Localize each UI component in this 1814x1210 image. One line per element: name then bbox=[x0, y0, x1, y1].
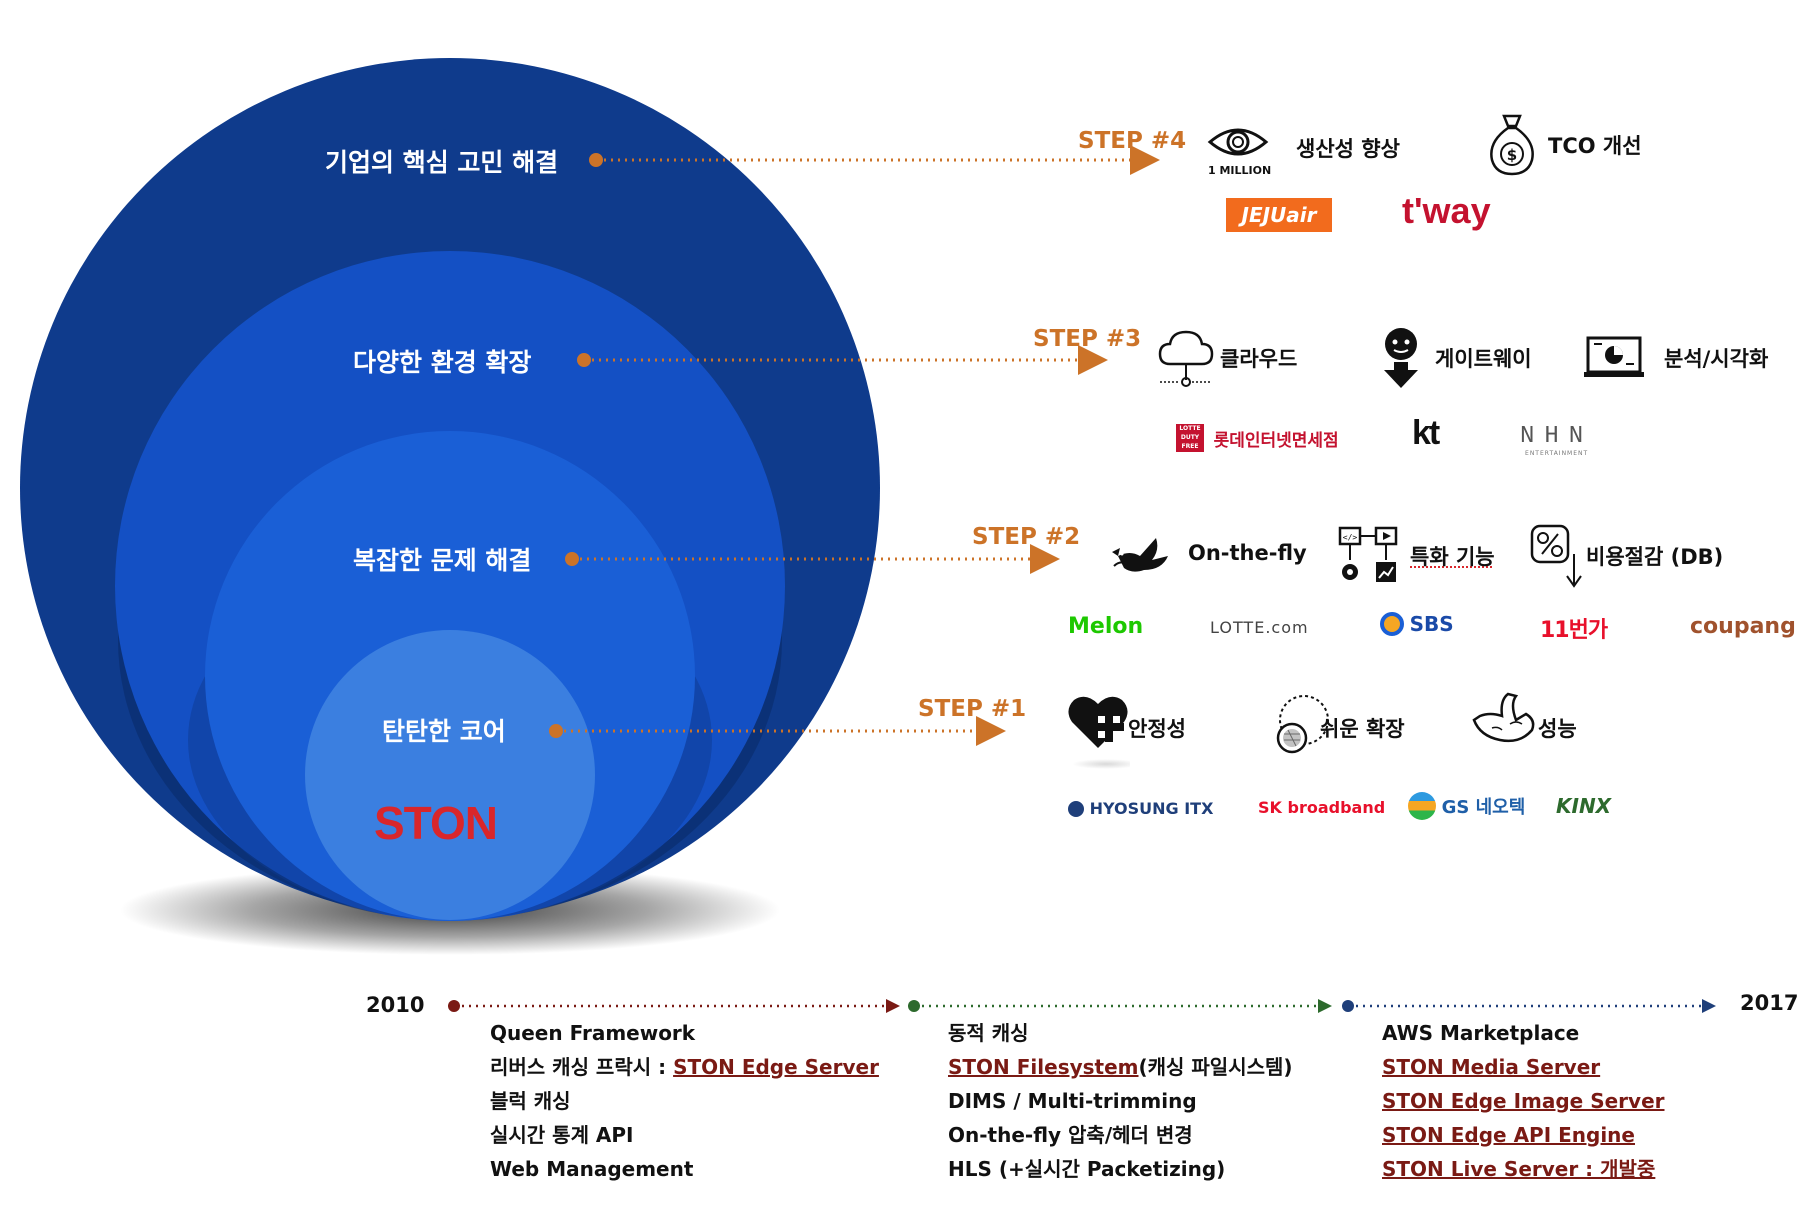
eye-icon bbox=[1206, 122, 1270, 166]
timeline-link-ston-edge-image-server[interactable]: STON Edge Image Server bbox=[1382, 1089, 1665, 1113]
feature-gateway: 게이트웨이 bbox=[1435, 347, 1532, 371]
timeline-link-ston-media-server[interactable]: STON Media Server bbox=[1382, 1055, 1601, 1079]
heart-plus-icon bbox=[1066, 690, 1140, 774]
gs-symbol bbox=[1408, 792, 1436, 820]
timeline-link-ston-edge-api-engine[interactable]: STON Edge API Engine bbox=[1382, 1123, 1635, 1147]
client-logo-kinx: KINX bbox=[1556, 794, 1612, 818]
client-logo-lotte-dutyfree: LOTTE DUTY FREE 롯데인터넷면세점 bbox=[1176, 424, 1339, 452]
connector-step-2 bbox=[565, 544, 1060, 574]
feature-cost-saving: 비용절감 (DB) bbox=[1586, 545, 1724, 569]
client-logo-tway: t'way bbox=[1402, 190, 1491, 231]
timeline-column-3: AWS Marketplace STON Media Server STON E… bbox=[1382, 1016, 1665, 1186]
gs-text: GS 네오텍 bbox=[1441, 797, 1526, 818]
timeline-item-prefix: 리버스 캐싱 프락시 : bbox=[490, 1055, 674, 1079]
muscle-icon bbox=[1470, 690, 1540, 754]
client-logo-11st: 11번가 bbox=[1540, 618, 1608, 643]
feature-tco: TCO 개선 bbox=[1548, 134, 1642, 158]
timeline-column-2: 동적 캐싱 STON Filesystem(캐싱 파일시스템) DIMS / M… bbox=[948, 1016, 1293, 1186]
sbs-symbol bbox=[1380, 612, 1404, 636]
client-logo-gs-neotek: GS 네오텍 bbox=[1408, 792, 1525, 820]
hyosung-text: HYOSUNG ITX bbox=[1089, 799, 1214, 818]
eye-icon-caption: 1 MILLION bbox=[1208, 164, 1272, 177]
ring-label-2: 다양한 환경 확장 bbox=[353, 348, 532, 377]
feature-stability: 안정성 bbox=[1128, 717, 1186, 741]
client-logo-lotte-com: LOTTE.com bbox=[1210, 618, 1309, 637]
timeline-arrow-2 bbox=[1318, 999, 1332, 1013]
timeline-arrow-1 bbox=[886, 999, 900, 1013]
feature-specialized: 특화 기능 bbox=[1410, 545, 1495, 569]
step-3-label: STEP #3 bbox=[1033, 326, 1142, 352]
cloud-icon bbox=[1158, 326, 1214, 394]
feature-performance: 성능 bbox=[1538, 717, 1577, 741]
timeline-dot-1 bbox=[448, 1000, 460, 1012]
timeline-end-year: 2017 bbox=[1740, 991, 1799, 1015]
timeline-item: HLS (+실시간 Packetizing) bbox=[948, 1157, 1226, 1181]
timeline-item: 블럭 캐싱 bbox=[490, 1089, 571, 1113]
feature-on-the-fly: On-the-fly bbox=[1188, 541, 1307, 565]
svg-text:</>: </> bbox=[1343, 533, 1358, 542]
ring-label-core: 탄탄한 코어 bbox=[382, 717, 506, 746]
feature-easy-scale: 쉬운 확장 bbox=[1320, 717, 1405, 741]
feature-productivity: 생산성 향상 bbox=[1296, 137, 1400, 161]
timeline-item-suffix: (캐싱 파일시스템) bbox=[1138, 1055, 1293, 1079]
client-logo-melon: Melon bbox=[1068, 614, 1144, 639]
workflow-icon: </> bbox=[1338, 526, 1398, 590]
client-logo-sbs: SBS bbox=[1380, 612, 1454, 636]
timeline-link-ston-filesystem[interactable]: STON Filesystem bbox=[948, 1055, 1139, 1079]
ring-core bbox=[305, 630, 595, 920]
timeline-item: Queen Framework bbox=[490, 1021, 696, 1045]
timeline-link-ston-edge-server[interactable]: STON Edge Server bbox=[673, 1055, 879, 1079]
connector-step-3 bbox=[577, 345, 1108, 375]
connector-step-1 bbox=[549, 716, 1006, 746]
timeline-link-ston-live-server[interactable]: STON Live Server : 개발중 bbox=[1382, 1157, 1656, 1181]
cost-saving-icon bbox=[1530, 524, 1590, 594]
client-logo-jejuair: JEJUair bbox=[1226, 198, 1332, 232]
nhn-subtitle: ENTERTAINMENT bbox=[1525, 450, 1589, 457]
hyosung-symbol bbox=[1068, 800, 1084, 817]
timeline-item: AWS Marketplace bbox=[1382, 1021, 1580, 1045]
timeline-item: On-the-fly 압축/헤더 변경 bbox=[948, 1123, 1193, 1147]
step-2-label: STEP #2 bbox=[972, 524, 1081, 550]
connector-step-4 bbox=[589, 145, 1160, 175]
sbs-text: SBS bbox=[1409, 612, 1454, 636]
expand-icon bbox=[1270, 690, 1330, 760]
timeline-item: 리버스 캐싱 프락시 : STON Edge Server bbox=[490, 1050, 879, 1084]
timeline-item: 동적 캐싱 bbox=[948, 1021, 1029, 1045]
timeline-arrow-3 bbox=[1702, 999, 1716, 1013]
lotte-dutyfree-badge: LOTTE DUTY FREE bbox=[1176, 424, 1204, 452]
client-logo-kt: kt bbox=[1412, 414, 1440, 452]
timeline-item: STON Filesystem(캐싱 파일시스템) bbox=[948, 1050, 1293, 1084]
timeline-column-1: Queen Framework 리버스 캐싱 프락시 : STON Edge S… bbox=[490, 1016, 879, 1186]
gateway-icon bbox=[1378, 324, 1424, 394]
svg-text:$: $ bbox=[1507, 146, 1517, 164]
money-bag-icon: $ bbox=[1484, 112, 1540, 182]
client-logo-hyosung: HYOSUNG ITX bbox=[1068, 798, 1213, 818]
lotte-dutyfree-text: 롯데인터넷면세점 bbox=[1213, 430, 1339, 451]
timeline-start-year: 2010 bbox=[366, 993, 425, 1017]
ring-label-3: 복잡한 문제 해결 bbox=[353, 546, 532, 575]
timeline-line bbox=[448, 999, 1716, 1013]
timeline-dot-2 bbox=[908, 1000, 920, 1012]
client-logo-coupang: coupang bbox=[1690, 614, 1796, 639]
analytics-icon bbox=[1584, 336, 1644, 384]
client-logo-sk-broadband: SK broadband bbox=[1258, 798, 1386, 817]
timeline-dot-3 bbox=[1342, 1000, 1354, 1012]
client-logo-nhn: NHN ENTERTAINMENT bbox=[1520, 423, 1594, 458]
timeline-item: Web Management bbox=[490, 1157, 694, 1181]
ston-logo: STON bbox=[374, 797, 498, 849]
ring-label-outer: 기업의 핵심 고민 해결 bbox=[325, 148, 559, 177]
feature-cloud: 클라우드 bbox=[1220, 347, 1298, 371]
step-4-label: STEP #4 bbox=[1078, 128, 1187, 154]
feature-analytics: 분석/시각화 bbox=[1664, 347, 1769, 371]
timeline-item: 실시간 통계 API bbox=[490, 1123, 634, 1147]
step-1-label: STEP #1 bbox=[918, 696, 1027, 722]
timeline-item: DIMS / Multi-trimming bbox=[948, 1089, 1197, 1113]
nhn-wordmark: NHN bbox=[1520, 423, 1594, 450]
dove-icon bbox=[1110, 530, 1172, 582]
